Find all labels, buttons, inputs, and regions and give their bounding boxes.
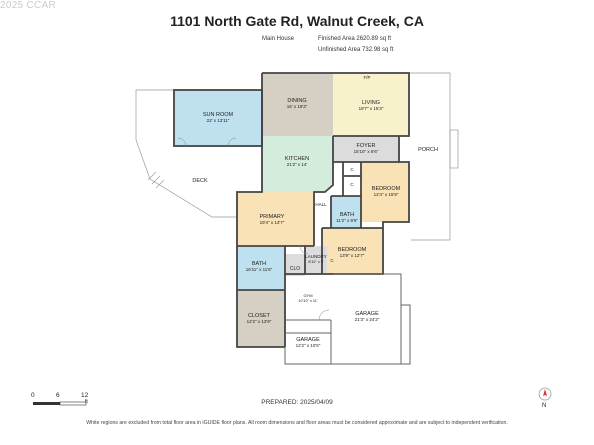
closet-label: CLOSET (248, 313, 271, 319)
clo-label: CLO (290, 266, 300, 272)
gym-label: GYM (303, 293, 312, 298)
laundry-label: LAUNDRY (305, 254, 326, 259)
bath1-dim: 11'2" x 9'6" (336, 218, 358, 223)
closet-c2-label: C (350, 182, 354, 187)
deck-label: DECK (192, 178, 208, 184)
primary-dim: 19'4" x 13'7" (260, 220, 285, 225)
disclaimer: White regions are excluded from total fl… (86, 420, 508, 426)
bedroom1-dim: 12'4" x 15'9" (374, 192, 399, 197)
primary-label: PRIMARY (260, 214, 285, 220)
unfinished-area: Unfinished Area 732.98 sq ft (318, 47, 394, 53)
bath2-dim: 16'11" x 11'6" (246, 267, 273, 272)
porch-label: PORCH (418, 147, 438, 153)
porch-step (449, 129, 459, 169)
closet-c1-label: C (350, 167, 354, 172)
bedroom1-label: BEDROOM (372, 186, 401, 192)
kitchen-dim: 21'2" x 14' (287, 162, 308, 167)
bedroom1-area (361, 162, 409, 222)
compass-label: N (542, 403, 547, 409)
closet-c3-label: C (330, 258, 334, 263)
scale-tick-0: 0 (31, 392, 35, 399)
closet-area (237, 290, 285, 347)
kitchen-area (262, 136, 333, 192)
fireplace-label: F/P (363, 75, 370, 80)
sunroom-label: SUN ROOM (203, 112, 234, 118)
laundry-dim: 8'10" x 5' (308, 260, 324, 264)
watermark: 2025 CCAR (0, 0, 57, 11)
scale-tick-6: 6 (56, 392, 60, 399)
area-heading: Main House (262, 36, 295, 42)
dining-area (262, 73, 333, 136)
property-title: 1101 North Gate Rd, Walnut Creek, CA (170, 13, 424, 29)
sunroom-area (174, 90, 262, 146)
scale-unit: ft (85, 399, 88, 405)
scale-tick-12: 12 (81, 392, 89, 399)
closet-dim: 12'2" x 13'9" (247, 319, 272, 324)
living-dim: 19'7" x 15'3" (359, 106, 384, 111)
primary-area (237, 192, 314, 246)
living-area (333, 73, 409, 136)
garage2-dim: 12'2" x 10'5" (296, 343, 321, 348)
prepared-date: PREPARED: 2025/04/09 (261, 399, 333, 406)
sunroom-dim: 22' x 13'11" (207, 118, 230, 123)
bedroom2-area (322, 228, 383, 274)
living-label: LIVING (362, 100, 380, 106)
foyer-area (333, 136, 399, 162)
finished-area: Finished Area 2620.89 sq ft (318, 36, 392, 42)
bedroom2-dim: 13'9" x 12'7" (340, 253, 365, 258)
clo-area (285, 254, 305, 276)
compass-icon: N (537, 386, 553, 419)
garage1-label: GARAGE (355, 311, 379, 317)
dining-label: DINING (287, 98, 306, 104)
porch-outline (409, 72, 451, 241)
bath2-area (237, 246, 285, 290)
foyer-label: FOYER (357, 143, 376, 149)
foyer-dim: 15'10" x 6'6" (354, 149, 379, 154)
bath2-label: BATH (252, 261, 266, 267)
bath1-label: BATH (340, 212, 354, 218)
garage1-dim: 21'3" x 24'2" (355, 317, 380, 322)
dining-dim: 16' x 18'3" (287, 104, 308, 109)
hall-label: HALL (315, 202, 327, 207)
bedroom2-label: BEDROOM (338, 247, 367, 253)
kitchen-label: KITCHEN (285, 156, 309, 162)
gym-dim: 10'10" x 11' (298, 299, 317, 303)
garage2-label: GARAGE (296, 337, 320, 343)
scale-bar (33, 401, 87, 406)
bath1-area (331, 196, 361, 228)
